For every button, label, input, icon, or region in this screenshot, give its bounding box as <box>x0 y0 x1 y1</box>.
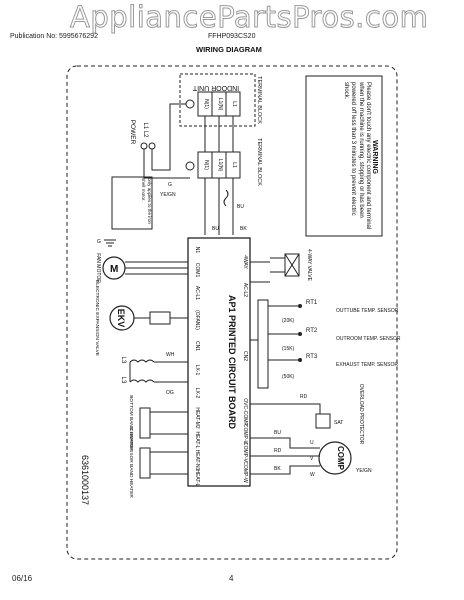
inductor-label: L3 <box>120 357 126 364</box>
pcb-port: COMP-W <box>242 461 248 483</box>
pcb-port: COMP-V <box>242 442 248 463</box>
part-number: 6361000137 <box>80 455 90 505</box>
sensor-id: RT1 <box>306 300 318 306</box>
sensor-value: (15K) <box>282 346 295 352</box>
inductor-l3 <box>129 379 155 383</box>
terminal-label: L1 <box>231 162 237 168</box>
compressor-heater-label: COMPRESSOR BAND HEATER <box>128 428 134 498</box>
wire-color: RD <box>300 394 308 400</box>
sensor-value: (20K) <box>282 318 295 324</box>
terminal-label: N(1) <box>203 160 209 170</box>
ekv-description: ELECTRONIC EXPANSION VALVE <box>94 280 100 356</box>
note-text: NOTE: Motor ground only applies to the i… <box>141 178 152 224</box>
pcb-port: HEAT-N1 <box>194 450 200 471</box>
section-title: WIRING DIAGRAM <box>196 45 262 54</box>
compressor-terminal: W <box>310 472 315 478</box>
wire-color: YE/GN <box>160 192 176 198</box>
pcb-port: HEAT-L <box>194 469 200 486</box>
compressor-label: COMP <box>336 446 345 471</box>
indoor-unit-box <box>179 73 256 127</box>
terminal-block-label: TERMINAL BLOCK <box>256 138 262 186</box>
indoor-unit-label: INDOOR UNIT <box>192 84 239 91</box>
footer-page-number: 4 <box>229 574 234 583</box>
note-box <box>111 176 153 230</box>
ground-icon <box>104 239 116 247</box>
motor-symbol: M <box>110 264 118 275</box>
pcb-port: CN1 <box>194 341 200 351</box>
pcb-port: N1 <box>194 247 200 254</box>
wire-color: BK <box>274 466 281 472</box>
pcb-port: COM1 <box>194 263 200 278</box>
terminal-label: L1 <box>231 101 237 107</box>
pcb-port: HEAT-L <box>194 431 200 448</box>
warning-box <box>305 75 383 237</box>
compressor-heater <box>139 447 151 479</box>
fan-motor-label: FAN MOTOR <box>95 253 101 283</box>
ekv-label: EKV <box>116 309 126 328</box>
wire-color: BU <box>274 430 281 436</box>
overload-label: OVERLOAD PROTECTOR <box>358 384 364 445</box>
four-way-valve-label: 4-WAY VALVE <box>306 249 312 282</box>
model-number: FFHP093CS20 <box>208 33 256 40</box>
ground-label: G <box>168 182 172 188</box>
wire-color: RD <box>274 448 282 454</box>
sensor-id: RT3 <box>306 354 318 360</box>
wire-color: BK <box>240 226 247 232</box>
wire-color: BU <box>212 226 219 232</box>
pcb-port: AC-L1 <box>194 286 200 300</box>
inductor-label: L3 <box>120 377 126 384</box>
wire-color: YE/GN <box>356 468 372 474</box>
sensor-label: OUTROOM TEMP. SENSOR <box>336 336 401 342</box>
sensor-value: (50K) <box>282 374 295 380</box>
four-way-valve <box>284 253 300 277</box>
compressor <box>318 441 352 475</box>
pcb-port: HEAT-M2 <box>194 407 200 429</box>
pcb-port: COMP-U <box>242 424 248 445</box>
warning-title: WARNING <box>371 140 378 174</box>
pcb-port: 4WAY <box>242 255 248 269</box>
pcb-port: AC-L2 <box>242 283 248 297</box>
outdoor-unit-frame <box>66 65 398 560</box>
power-label: POWER <box>129 120 136 145</box>
pcb-port: (OFAN1) <box>194 310 200 330</box>
compressor-terminal: U <box>310 440 314 446</box>
overload-protector <box>315 413 331 429</box>
pcb-port: OVC-COMP <box>242 398 248 426</box>
footer-date: 06/16 <box>12 574 33 583</box>
ground-label: G <box>97 239 101 245</box>
terminal-block-label: TERMINAL BLOCK <box>256 76 262 124</box>
pcb-port: CN2 <box>242 351 248 361</box>
inductor-l3 <box>129 359 155 363</box>
pcb-port: LX-1 <box>194 365 200 376</box>
bottom-heater <box>139 407 151 439</box>
power-terminals: L1 L2 <box>142 122 148 138</box>
compressor-terminal: V <box>310 456 314 462</box>
indoor-wires <box>204 116 234 152</box>
wire-color: BU <box>237 204 244 210</box>
sensor-connector <box>257 299 269 389</box>
watermark: AppliancePartsPros.com <box>69 0 429 35</box>
bottom-heater-label: BOTTOM BAND HEATER <box>128 395 134 451</box>
terminal-label: L1(N) <box>217 159 223 172</box>
terminal-label: N(1) <box>203 99 209 109</box>
board-feed-wires <box>204 178 234 235</box>
wire-color: WH <box>166 352 175 358</box>
terminal-label: L1(N) <box>217 98 223 111</box>
sensor-id: RT2 <box>306 328 318 334</box>
publication-number: Publication No: 5995676292 <box>10 33 98 40</box>
warning-text: Please don't touch any electric componen… <box>343 82 371 230</box>
pcb-port: LX-2 <box>194 388 200 399</box>
sensor-label: EXHAUST TEMP. SENSOR <box>336 362 398 368</box>
sat-label: SAT <box>334 420 343 426</box>
pcb-label: AP1 PRINTED CIRCUIT BOARD <box>227 295 237 430</box>
wire-color: OG <box>166 390 174 396</box>
sensor-label: OUTTUBE TEMP. SENSOR <box>336 308 399 314</box>
